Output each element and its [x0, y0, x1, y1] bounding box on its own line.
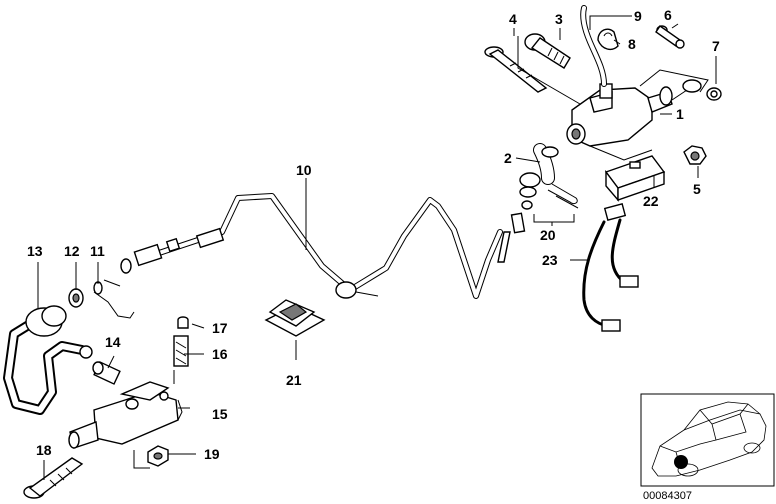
hydraulic-line — [120, 193, 503, 299]
hose-elbow — [519, 143, 559, 210]
callout-9: 9 — [634, 8, 642, 24]
diagram-reference-number: 00084307 — [643, 490, 692, 502]
callout-22: 22 — [643, 193, 659, 209]
bleed-screw — [92, 361, 121, 385]
callout-7: 7 — [712, 38, 720, 54]
callout-1: 1 — [676, 106, 684, 122]
leader-lines — [37, 15, 717, 480]
callout-20: 20 — [540, 227, 556, 243]
callout-6: 6 — [664, 7, 672, 23]
callout-21: 21 — [286, 372, 302, 388]
slave-cylinder — [68, 381, 183, 449]
callout-18: 18 — [36, 442, 52, 458]
dust-cap — [177, 316, 189, 329]
reservoir-hose — [580, 5, 607, 87]
flexible-hose — [3, 305, 93, 415]
callout-12: 12 — [64, 243, 80, 259]
mounting-bolt — [23, 457, 84, 499]
short-bolt — [524, 33, 571, 69]
sealing-ring — [68, 288, 84, 308]
clevis-pin — [655, 25, 685, 49]
master-cylinder — [566, 79, 702, 147]
cover-bracket — [604, 155, 666, 202]
hex-nut — [683, 145, 707, 165]
callout-10: 10 — [296, 162, 312, 178]
callout-23: 23 — [542, 252, 558, 268]
car-locator-icon — [640, 393, 775, 487]
pipe-connector — [497, 212, 526, 263]
callout-2: 2 — [504, 150, 512, 166]
callout-13: 13 — [27, 243, 43, 259]
long-bolt — [484, 46, 548, 93]
callout-16: 16 — [212, 346, 228, 362]
callout-17: 17 — [212, 320, 228, 336]
hose-clip — [597, 28, 619, 51]
spring-clip — [533, 183, 579, 223]
line-clip — [93, 279, 135, 319]
switch-wiring — [582, 203, 639, 332]
callout-19: 19 — [204, 446, 220, 462]
callout-11: 11 — [90, 243, 105, 259]
callout-3: 3 — [555, 11, 563, 27]
retaining-ring — [706, 87, 722, 101]
callout-14: 14 — [105, 334, 121, 350]
callout-15: 15 — [212, 406, 228, 422]
bleed-valve — [173, 335, 189, 367]
line-grommet — [264, 299, 326, 337]
callout-labels: 1 2 3 4 5 6 7 8 9 10 11 12 13 14 15 16 1… — [27, 7, 720, 462]
self-locking-nut — [147, 445, 169, 467]
callout-5: 5 — [693, 181, 701, 197]
callout-8: 8 — [628, 36, 636, 52]
callout-4: 4 — [509, 11, 517, 27]
